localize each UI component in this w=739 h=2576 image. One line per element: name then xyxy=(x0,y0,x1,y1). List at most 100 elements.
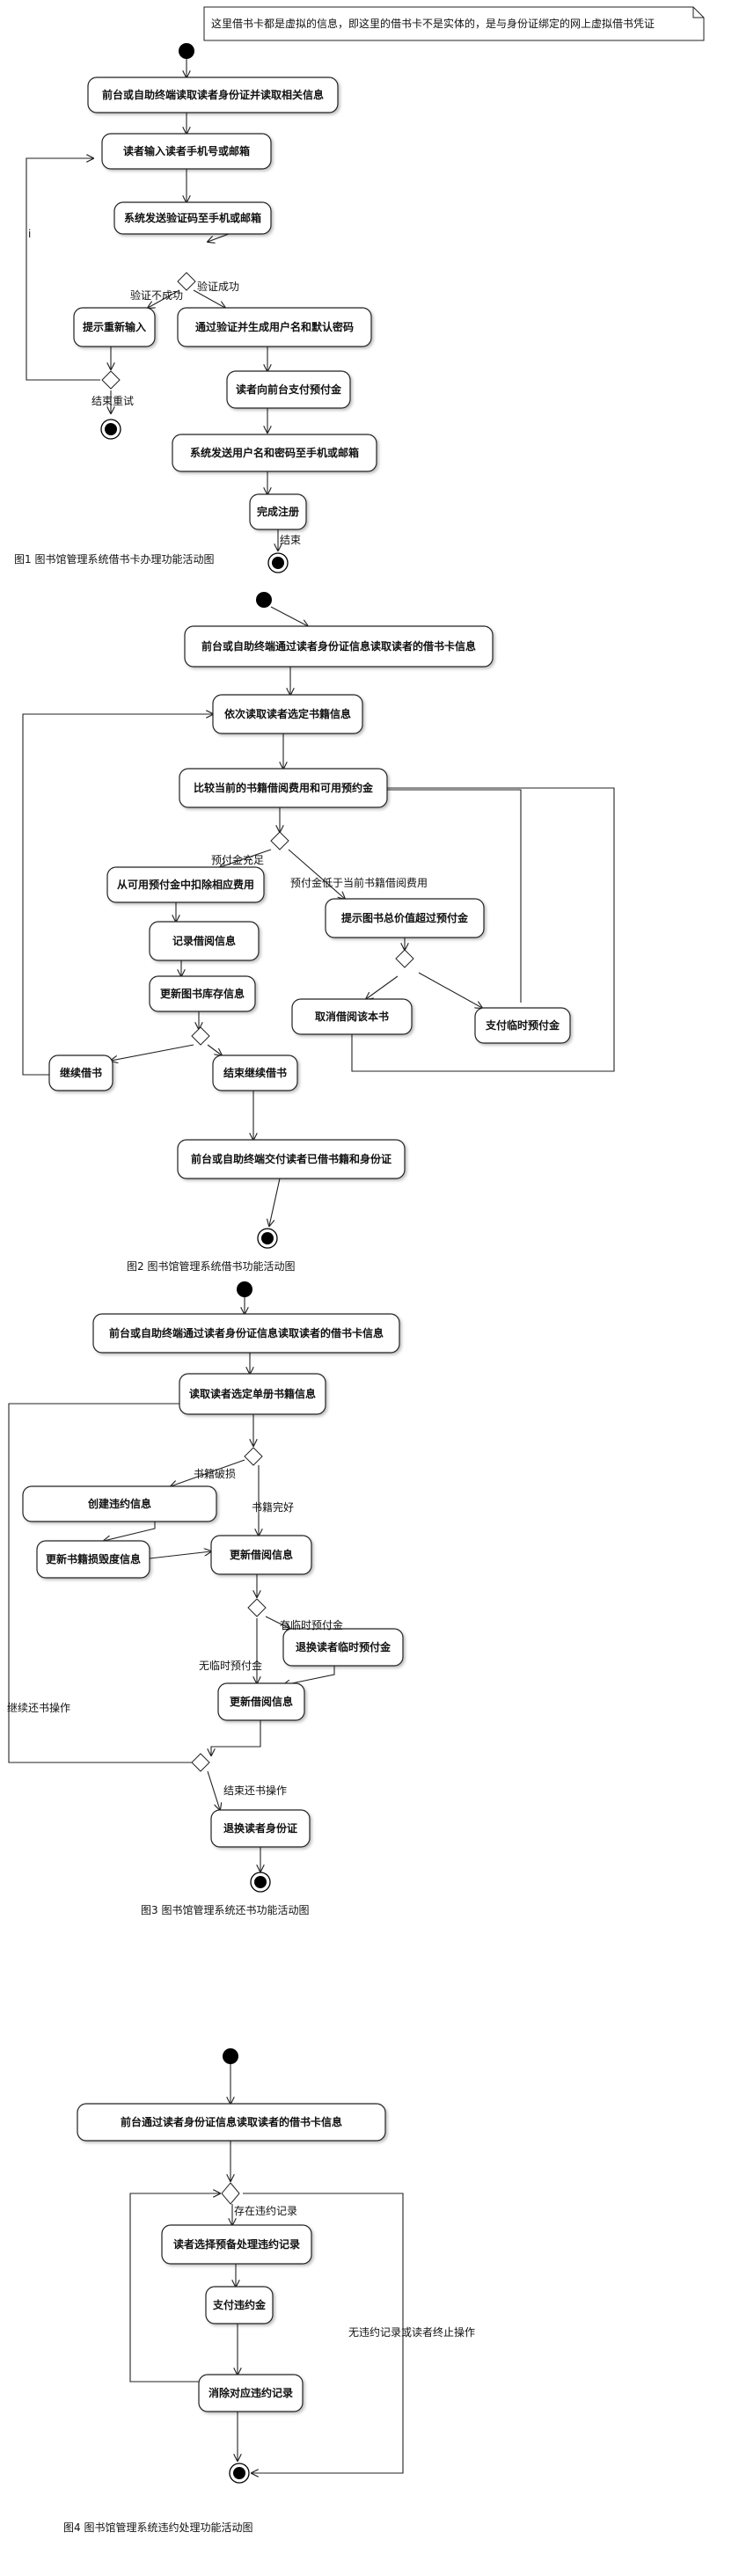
activity-label: 前台通过读者身份证信息读取读者的借书卡信息 xyxy=(121,2115,342,2128)
flow-arrow xyxy=(111,1044,194,1061)
flow-arrow xyxy=(171,1459,245,1486)
activity-box xyxy=(179,768,388,808)
activity-node-b12: 支付临时预付金 xyxy=(474,1007,571,1044)
activity-label: 读者向前台支付预付金 xyxy=(236,383,342,396)
label-prepay-lower: 预付金低于当前书籍借阅费用 xyxy=(290,876,428,889)
activity-label: 系统发送用户名和密码至手机或邮箱 xyxy=(190,446,359,459)
caption-diagram-3: 图3 图书馆管理系统还书功能活动图 xyxy=(141,1903,309,1916)
flow-arrow xyxy=(207,1044,222,1055)
activity-label: 读者输入读者手机号或邮箱 xyxy=(123,144,250,157)
label-end-return: 结束还书操作 xyxy=(223,1784,287,1797)
activity-box xyxy=(87,77,339,113)
activity-node-c6: 退换读者临时预付金 xyxy=(282,1628,404,1667)
flow-arrow xyxy=(207,1770,220,1810)
decision-diamond xyxy=(191,1753,210,1772)
start-node xyxy=(179,43,194,59)
decision-diamond xyxy=(221,2182,240,2205)
activity-label: 前台或自助终端通过读者身份证信息读取读者的借书卡信息 xyxy=(201,639,476,653)
flow-arrow xyxy=(269,1178,281,1226)
end-node xyxy=(100,419,121,440)
activity-label: 从可用预付金中扣除相应费用 xyxy=(117,878,254,891)
activity-box xyxy=(73,307,156,347)
activity-box xyxy=(177,307,372,347)
activity-box xyxy=(77,2103,386,2142)
activity-box xyxy=(210,1535,312,1575)
activity-label: 退换读者身份证 xyxy=(223,1821,297,1835)
activity-box xyxy=(291,998,413,1035)
activity-box xyxy=(249,493,307,530)
label-prepay-enough: 预付金充足 xyxy=(211,853,264,866)
activity-box xyxy=(113,201,272,235)
activity-box xyxy=(184,625,494,668)
activity-node-b8: 结束继续借书 xyxy=(212,1054,298,1091)
label-verify-fail: 验证不成功 xyxy=(130,288,183,302)
activity-box xyxy=(149,921,260,961)
activity-label: 更新借阅信息 xyxy=(230,1548,293,1561)
start-node xyxy=(223,2048,238,2064)
activity-node-c2: 读取读者选定单册书籍信息 xyxy=(179,1373,326,1415)
activity-label: 记录借阅信息 xyxy=(172,934,236,947)
activity-box xyxy=(177,1139,406,1179)
activity-box xyxy=(210,1809,311,1848)
flow-arrow xyxy=(26,158,100,381)
flow-arrow xyxy=(193,289,225,308)
activity-label: 支付违约金 xyxy=(212,2298,267,2311)
activity-node-b9: 前台或自助终端交付读者已借书籍和身份证 xyxy=(177,1139,406,1179)
activity-box xyxy=(212,694,363,734)
activity-box xyxy=(198,2374,304,2412)
note: 这里借书卡都是虚拟的信息，即这里的借书卡不是实体的，是与身份证绑定的网上虚拟借书… xyxy=(203,6,705,41)
note-text: 这里借书卡都是虚拟的信息，即这里的借书卡不是实体的，是与身份证绑定的网上虚拟借书… xyxy=(211,17,655,30)
activity-box xyxy=(149,975,256,1012)
activity-box xyxy=(205,2286,274,2324)
activity-node-a6: 读者向前台支付预付金 xyxy=(226,370,351,409)
start-node xyxy=(256,592,272,608)
decision-diamond xyxy=(270,831,289,850)
caption-diagram-1: 图1 图书馆管理系统借书卡办理功能活动图 xyxy=(14,552,214,566)
end-node xyxy=(267,552,289,573)
activity-label: 继续借书 xyxy=(60,1066,102,1079)
activity-label: 更新书籍损毁度信息 xyxy=(46,1552,141,1565)
activity-node-b5: 记录借阅信息 xyxy=(149,921,260,961)
activity-box xyxy=(325,898,485,938)
activity-label: 更新图书库存信息 xyxy=(160,987,245,1000)
flow-arrow xyxy=(288,849,345,899)
edge-labels: 验证不成功 验证成功 i 结束重试 结束 预付金充足 预付金低于当前书籍借阅费用… xyxy=(7,228,475,2339)
activity-box xyxy=(282,1628,404,1667)
activity-label: 通过验证并生成用户名和默认密码 xyxy=(195,320,354,333)
activity-node-b3: 比较当前的书籍借阅费用和可用预约金 xyxy=(179,768,388,808)
label-has-violation: 存在违约记录 xyxy=(234,2204,297,2217)
activity-node-b11: 取消借阅该本书 xyxy=(291,998,413,1035)
activity-box xyxy=(217,1682,305,1721)
activity-nodes: 前台或自助终端读取读者身份证并读取相关信息读者输入读者手机号或邮箱系统发送验证码… xyxy=(22,77,571,2412)
flow-arrow xyxy=(243,2193,404,2473)
activity-node-d1: 前台通过读者身份证信息读取读者的借书卡信息 xyxy=(77,2103,386,2142)
flow-arrow xyxy=(220,849,272,867)
diagram-edges xyxy=(8,58,615,2473)
activity-node-b7: 继续借书 xyxy=(48,1054,113,1091)
activity-box xyxy=(172,434,377,472)
decision-diamond xyxy=(244,1447,263,1466)
start-nodes xyxy=(179,43,272,2064)
activity-node-a7: 系统发送用户名和密码至手机或邮箱 xyxy=(172,434,377,472)
label-no-temp-prepay: 无临时预付金 xyxy=(199,1659,262,1672)
activity-label: 系统发送验证码至手机或邮箱 xyxy=(124,211,261,224)
decision-diamond xyxy=(395,949,414,968)
label-continue-return: 继续还书操作 xyxy=(7,1701,70,1714)
captions: 图1 图书馆管理系统借书卡办理功能活动图 图2 图书馆管理系统借书功能活动图 图… xyxy=(14,552,309,2534)
label-end: 结束 xyxy=(280,534,301,546)
label-no-violation: 无违约记录或读者终止操作 xyxy=(348,2325,475,2339)
activity-box xyxy=(106,866,265,903)
caption-diagram-2: 图2 图书馆管理系统借书功能活动图 xyxy=(127,1259,295,1273)
end-nodes xyxy=(100,419,289,2484)
activity-node-a5: 通过验证并生成用户名和默认密码 xyxy=(177,307,372,347)
end-node xyxy=(257,1228,278,1249)
activity-box xyxy=(212,1054,298,1091)
flow-arrow xyxy=(211,1720,261,1755)
flow-arrow xyxy=(129,2193,220,2383)
flow-arrow xyxy=(104,1522,156,1541)
activity-node-b6: 更新图书库存信息 xyxy=(149,975,256,1012)
activity-label: 完成注册 xyxy=(257,505,299,518)
label-has-temp-prepay: 有临时预付金 xyxy=(280,1618,343,1631)
activity-label: 提示重新输入 xyxy=(83,320,146,333)
start-node xyxy=(237,1281,252,1297)
